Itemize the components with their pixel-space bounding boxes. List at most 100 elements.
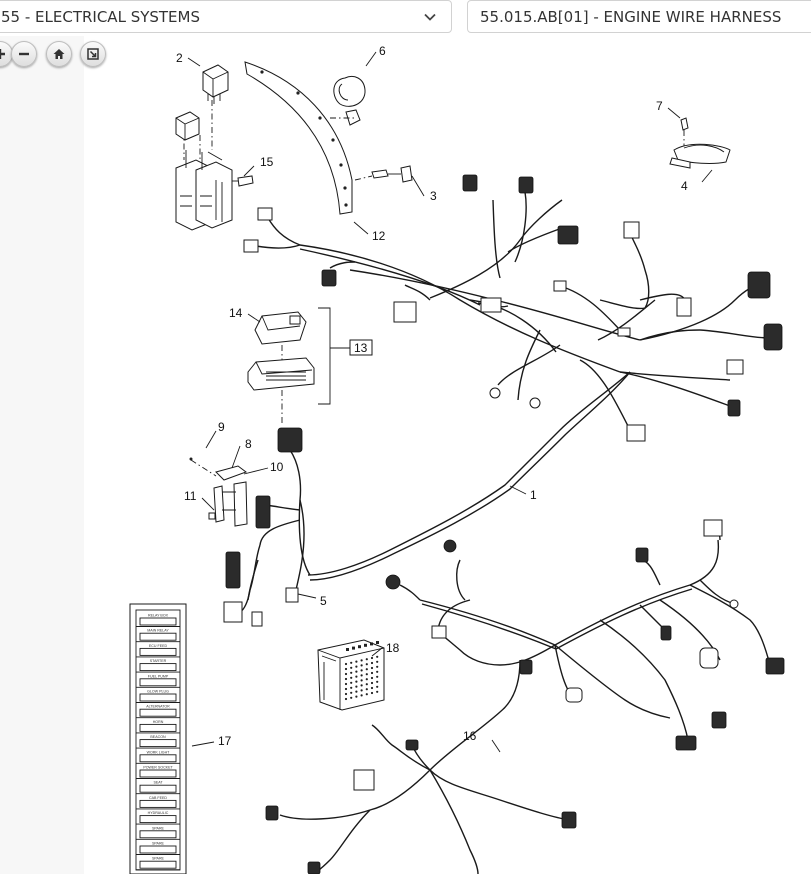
callout-3[interactable]: 3 [430, 189, 437, 203]
fuse-block-cell [350, 686, 353, 689]
part-select-value: 55.015.AB[01] - ENGINE WIRE HARNESS [480, 7, 782, 26]
callout-2[interactable]: 2 [176, 51, 183, 65]
main-wire-harness[interactable] [223, 174, 783, 627]
fuse-block-fuse [346, 648, 349, 651]
fuse-block-cell [376, 690, 379, 693]
bracket-hardware[interactable] [189, 457, 248, 527]
fuse-block-cell [355, 690, 358, 693]
callout-6[interactable]: 6 [379, 44, 386, 58]
fuse-panel-slot [139, 784, 177, 793]
mounting-bracket[interactable] [244, 61, 413, 215]
fit-screen-button[interactable] [80, 41, 106, 67]
fuse-block-cell [370, 666, 374, 670]
home-icon [53, 49, 65, 59]
fuse-block-cell [344, 692, 348, 696]
fuse-block[interactable] [317, 639, 385, 711]
fuse-panel-slot [139, 799, 177, 808]
fuse-block-cell [376, 665, 379, 668]
fuse-panel-slot [139, 632, 177, 641]
fuse-block-cell [350, 666, 353, 669]
callout-13[interactable]: 13 [354, 341, 368, 355]
fuse-block-cell [365, 678, 368, 681]
fuse-block-cell [376, 675, 379, 678]
callout-12[interactable]: 12 [372, 229, 386, 243]
fuse-block-cell [355, 680, 358, 683]
fuse-block-cell [365, 693, 368, 696]
fuse-block-cell [360, 669, 363, 672]
fuse-panel-label: SEAT [153, 781, 163, 785]
fuse-panel-slot [139, 754, 177, 763]
fuse-panel-label: SPARE [152, 857, 165, 861]
callout-labels: 2 6 7 15 3 4 12 14 13 9 8 10 11 1 5 18 1… [176, 44, 688, 748]
fuse-block-cell [350, 691, 353, 694]
callout-14[interactable]: 14 [229, 306, 243, 320]
fuse-panel-slot [139, 723, 177, 732]
callout-18[interactable]: 18 [386, 641, 400, 655]
cover-assembly[interactable] [669, 117, 731, 169]
callout-17[interactable]: 17 [218, 734, 232, 748]
fuse-panel-slot [139, 647, 177, 656]
fuse-block-cell [350, 671, 353, 674]
fuse-module[interactable] [247, 307, 373, 425]
part-select[interactable]: 55.015.AB[01] - ENGINE WIRE HARNESS [467, 0, 811, 33]
callout-10[interactable]: 10 [270, 460, 284, 474]
relay-assembly[interactable] [175, 64, 254, 231]
fuse-panel-label: ALTERNATOR [146, 705, 170, 709]
fuse-block-cell [350, 696, 353, 699]
fuse-block-cell [370, 691, 374, 695]
fuse-block-cell [350, 681, 353, 684]
fuse-panel-slot [139, 663, 177, 672]
fuse-block-cell [344, 662, 348, 666]
callout-15[interactable]: 15 [260, 155, 274, 169]
fuse-block-cell [344, 697, 348, 701]
section-select[interactable]: 55 - ELECTRICAL SYSTEMS [0, 0, 452, 33]
fuse-block-cell [365, 683, 368, 686]
home-button[interactable] [46, 41, 72, 67]
fuse-block-cell [355, 695, 358, 698]
callout-7[interactable]: 7 [656, 99, 663, 113]
fuse-block-cell [360, 694, 363, 697]
fuse-block-cell [365, 668, 368, 671]
fuse-block-cell [365, 658, 368, 661]
fit-screen-icon [87, 48, 99, 60]
zoom-out-button[interactable] [11, 41, 37, 67]
fuse-panel-slot [139, 693, 177, 702]
callout-9[interactable]: 9 [218, 420, 225, 434]
fuse-block-cell [376, 685, 379, 688]
callout-4[interactable]: 4 [681, 179, 688, 193]
fuse-block-cell [355, 665, 358, 668]
fuse-panel-label: MAIN RELAY [147, 629, 169, 633]
minus-icon [19, 52, 29, 56]
fuse-block-cell [360, 664, 363, 667]
chevron-down-icon [424, 13, 436, 21]
fuse-block-cell [355, 670, 358, 673]
fuse-block-cell [370, 656, 374, 660]
fuse-panel-label: STARTER [150, 659, 167, 663]
fuse-panel-label: WORK LIGHT [147, 750, 171, 754]
fuse-block-cell [370, 681, 374, 685]
fuse-block-fuse [364, 643, 367, 647]
fuse-panel-label: ECU FEED [149, 644, 168, 648]
fuse-block-cell [355, 685, 358, 688]
fuse-block-cell [360, 659, 363, 662]
fuse-panel-slot [139, 830, 177, 839]
fuse-panel-slot [139, 769, 177, 778]
callout-5[interactable]: 5 [320, 594, 327, 608]
fuse-block-fuse [376, 641, 379, 644]
engine-harness[interactable] [265, 519, 785, 874]
callout-16[interactable]: 16 [463, 729, 477, 743]
fuse-panel-slot [139, 617, 177, 626]
callout-11[interactable]: 11 [184, 489, 197, 503]
leader-lines [187, 51, 713, 753]
fuse-block-cell [376, 655, 379, 658]
section-select-value: 55 - ELECTRICAL SYSTEMS [1, 7, 200, 26]
callout-8[interactable]: 8 [245, 437, 252, 451]
callout-1[interactable]: 1 [530, 488, 537, 502]
fuse-panel-label: BEACON [150, 735, 166, 739]
fuse-block-cell [355, 660, 358, 663]
fuse-block-cell [370, 671, 374, 675]
left-panel [0, 36, 84, 874]
fuse-block-cell [355, 675, 358, 678]
